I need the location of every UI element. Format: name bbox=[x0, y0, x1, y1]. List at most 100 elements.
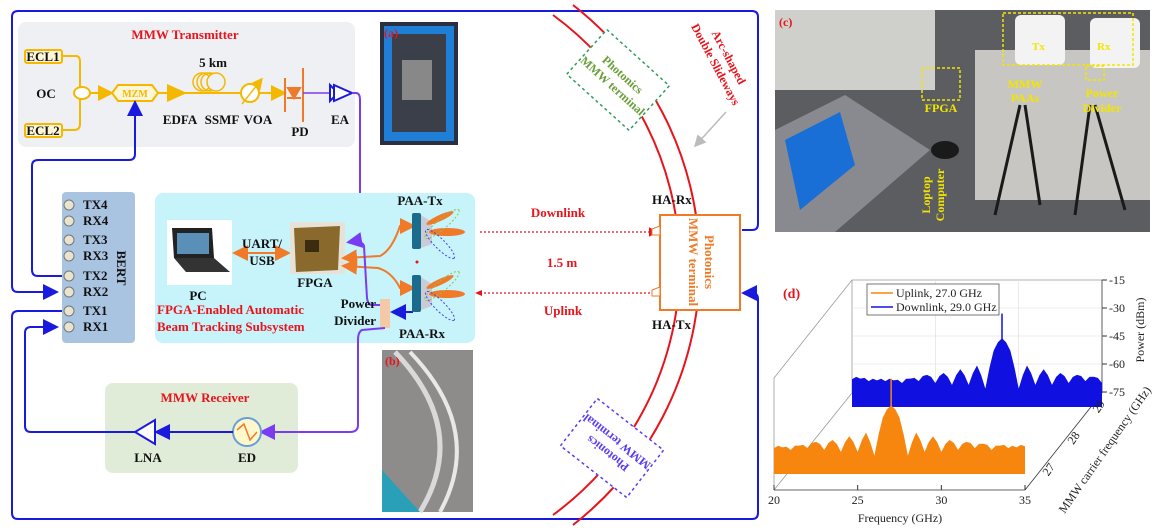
x-tick-label: 35 bbox=[1019, 493, 1031, 507]
tracking-title-line2: Beam Tracking Subsystem bbox=[157, 319, 305, 334]
photo-a-terminal: (a) bbox=[380, 22, 458, 145]
bert-port-label: TX2 bbox=[83, 268, 108, 283]
bert-port-rx1: RX1 bbox=[63, 319, 108, 334]
uplink-arrowhead bbox=[475, 290, 482, 296]
link-label-line1: UART/ bbox=[242, 236, 282, 251]
photo-c-laptop-line1: Loptop bbox=[919, 176, 933, 214]
power-divider-label-line2: Divider bbox=[334, 313, 376, 328]
z-tick-label: -75 bbox=[1109, 385, 1125, 399]
sma-connector-icon bbox=[63, 234, 75, 246]
bert-port-label: RX2 bbox=[83, 284, 108, 299]
fiber-length-label: 5 km bbox=[199, 55, 227, 70]
bert-port-label: TX1 bbox=[83, 303, 108, 318]
lna-icon bbox=[133, 418, 156, 446]
bert-port-label: RX3 bbox=[83, 248, 109, 263]
paa-tx-label: PAA-Tx bbox=[397, 193, 443, 208]
spectrum-uplink bbox=[774, 405, 1025, 474]
ha-rx-horn-icon bbox=[651, 225, 661, 236]
y-tick-label: 27 bbox=[1039, 460, 1057, 478]
downlink-label: Downlink bbox=[531, 205, 586, 220]
bert-title: BERT bbox=[114, 251, 129, 286]
chart-panel-label: (d) bbox=[783, 287, 800, 302]
sma-connector-icon bbox=[63, 305, 75, 317]
ssmf-label: SSMF bbox=[205, 112, 240, 127]
distance-label: 1.5 m bbox=[547, 255, 578, 270]
legend-downlink-label: Downlink, 29.0 GHz bbox=[896, 300, 997, 314]
slideway-pointer-arrow bbox=[693, 111, 727, 148]
ha-tx-horn-icon bbox=[651, 286, 661, 297]
voa-arrow bbox=[241, 77, 263, 105]
electrical-amplifier-icon bbox=[329, 82, 355, 104]
z-tick-label: -60 bbox=[1109, 357, 1125, 371]
fpga-board-image bbox=[290, 222, 345, 274]
photo-c-testbed: (c) Tx Rx MMW PAAs FPGA Power Divider Lo… bbox=[775, 10, 1150, 232]
bert-port-tx4: TX4 bbox=[63, 197, 108, 212]
chart-frame bbox=[773, 279, 1103, 491]
bert-port-tx3: TX3 bbox=[63, 232, 108, 247]
edfa-icon bbox=[167, 84, 187, 102]
bert-port-tx2: TX2 bbox=[63, 268, 108, 283]
x-tick-label: 25 bbox=[852, 493, 864, 507]
ha-rx-label: HA-Rx bbox=[652, 192, 692, 207]
uplink-source-line bbox=[11, 285, 759, 520]
lna-to-rx1-line bbox=[24, 319, 135, 433]
sma-connector-icon bbox=[63, 270, 75, 282]
photo-b-label: (b) bbox=[385, 354, 400, 368]
photo-c-divider-line2: Divider bbox=[1083, 101, 1122, 115]
x-tick-label: 20 bbox=[768, 493, 780, 507]
fpga-paa-rx-control bbox=[341, 258, 416, 296]
photonics-mmw-terminal: Photonics MMW terminal bbox=[651, 214, 741, 311]
divider-to-fpga-line bbox=[346, 232, 382, 306]
transmitter-title: MMW Transmitter bbox=[131, 27, 238, 42]
z-tick-label: -30 bbox=[1109, 301, 1125, 315]
sma-connector-icon bbox=[63, 199, 75, 211]
spectrum-downlink bbox=[852, 338, 1102, 407]
ecl2-label: ECL2 bbox=[26, 123, 59, 138]
mmw-receiver-panel bbox=[105, 383, 298, 473]
voa-label: VOA bbox=[244, 112, 273, 127]
photo-c-paas-line2: PAAs bbox=[1011, 91, 1040, 105]
uplink-label: Uplink bbox=[544, 303, 583, 318]
z-tick-label: -15 bbox=[1109, 273, 1125, 287]
photo-c-label: (c) bbox=[779, 15, 792, 29]
legend-uplink-label: Uplink, 27.0 GHz bbox=[896, 286, 982, 300]
bert-panel bbox=[62, 192, 135, 343]
tx2-to-mzm-line bbox=[31, 100, 143, 277]
sma-connector-icon bbox=[63, 286, 75, 298]
slideways-label: Arc-shaped Double Slideways bbox=[688, 21, 749, 108]
ecl1-label: ECL1 bbox=[26, 49, 59, 64]
bert-port-rx2: RX2 bbox=[63, 284, 108, 299]
pc-label: PC bbox=[189, 288, 206, 303]
bert-port-label: TX3 bbox=[83, 232, 108, 247]
power-divider-icon bbox=[380, 299, 390, 328]
photo-c-tx-label: Tx bbox=[1032, 41, 1045, 53]
terminal-upper-position: Photonics MMW terminal bbox=[565, 28, 671, 132]
sma-connector-icon bbox=[63, 321, 75, 333]
photo-c-divider-line1: Power bbox=[1086, 86, 1119, 100]
photo-c-laptop-line2: Computer bbox=[933, 168, 947, 221]
divider-to-ed-line bbox=[259, 327, 386, 440]
bert-port-label: TX4 bbox=[83, 197, 108, 212]
paa-tx-antenna-icon bbox=[412, 208, 465, 260]
chart-legend: Uplink, 27.0 GHz Downlink, 29.0 GHz bbox=[866, 283, 1000, 316]
paa-rx-label: PAA-Rx bbox=[399, 326, 445, 341]
bert-port-tx1: TX1 bbox=[63, 303, 108, 318]
power-divider-label-line1: Power bbox=[341, 296, 377, 311]
fpga-label: FPGA bbox=[297, 275, 333, 290]
paa-center-dot bbox=[415, 260, 419, 264]
edfa-label: EDFA bbox=[163, 112, 198, 127]
fpga-paa-tx-control bbox=[341, 218, 416, 266]
photo-b-slideway: (b) bbox=[382, 350, 473, 514]
paa-rx-antenna-icon bbox=[412, 270, 465, 322]
photodiode-icon bbox=[284, 68, 304, 122]
terminal-label-line2: MMW terminal bbox=[686, 218, 701, 307]
tracking-title-line1: FPGA-Enabled Automatic bbox=[157, 302, 304, 317]
pd-label: PD bbox=[291, 124, 308, 139]
mzm-label: MZM bbox=[122, 89, 148, 100]
ed-wave bbox=[236, 422, 258, 442]
photo-c-paas-line1: MMW bbox=[1008, 77, 1043, 91]
downlink-feedback-line bbox=[11, 10, 759, 300]
ed-label: ED bbox=[238, 450, 256, 465]
sma-connector-icon bbox=[63, 250, 75, 262]
